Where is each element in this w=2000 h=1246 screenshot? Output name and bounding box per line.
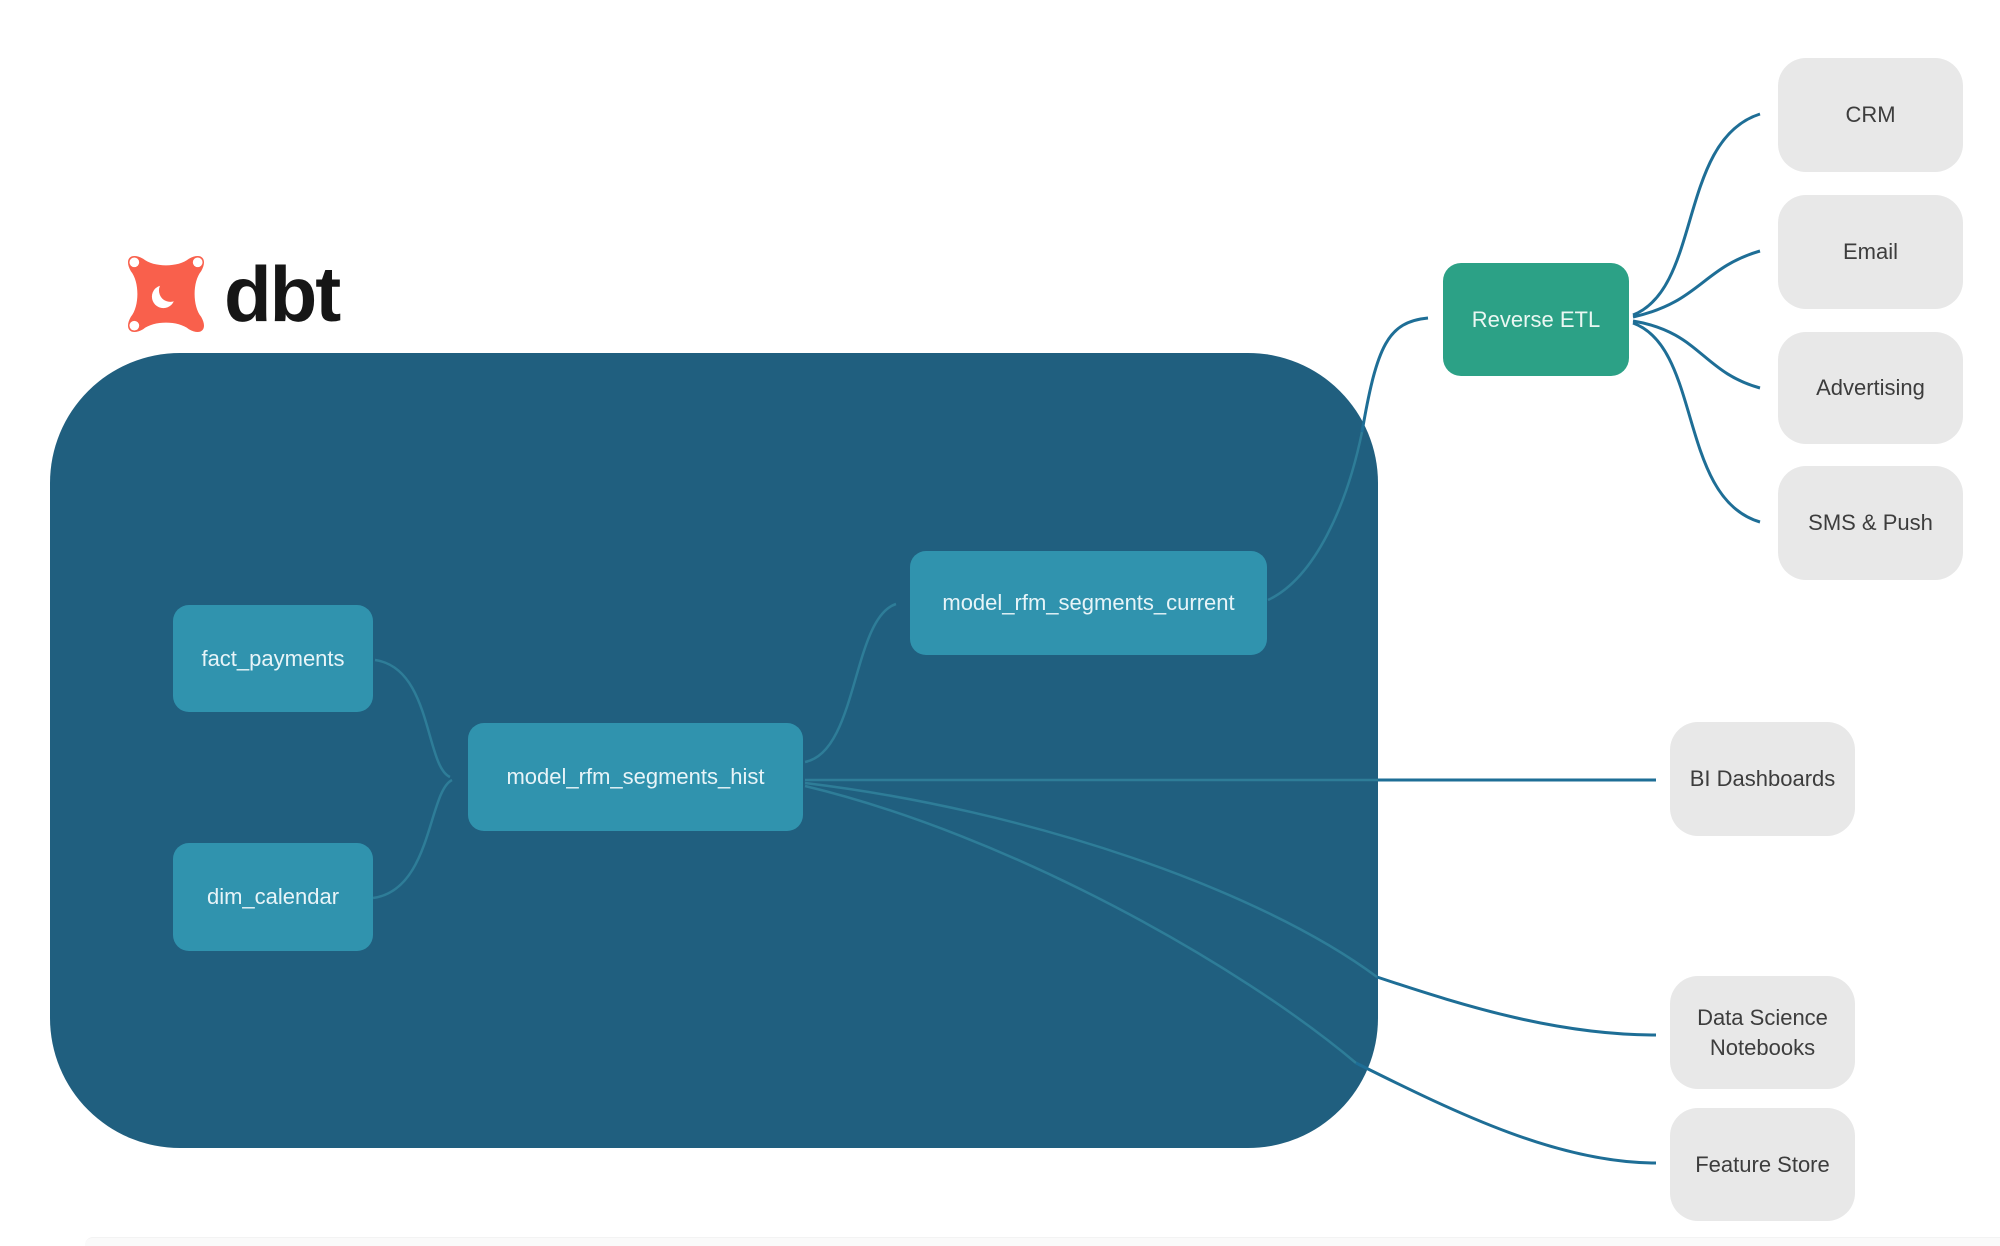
edge-reverse-etl-to-sms-push xyxy=(1632,321,1761,524)
node-crm-label: CRM xyxy=(1845,102,1896,128)
bottom-edge-strip xyxy=(85,1237,2000,1246)
node-model-rfm-segments-hist: model_rfm_segments_hist xyxy=(468,723,803,831)
node-model-rfm-segments-current-label: model_rfm_segments_current xyxy=(942,590,1235,615)
dbt-logo-text: dbt xyxy=(224,250,341,338)
node-crm: CRM xyxy=(1778,58,1963,172)
node-feature-store-label: Feature Store xyxy=(1695,1151,1830,1177)
dbt-logo: dbt xyxy=(122,250,341,338)
node-model-rfm-segments-current: model_rfm_segments_current xyxy=(910,551,1267,655)
node-fact-payments-label: fact_payments xyxy=(201,645,345,671)
node-email: Email xyxy=(1778,195,1963,309)
node-advertising-label: Advertising xyxy=(1816,375,1925,401)
edge-hist-to-feature-store-outer xyxy=(1355,1061,1657,1165)
node-reverse-etl: Reverse ETL xyxy=(1443,263,1629,376)
node-dim-calendar-label: dim_calendar xyxy=(206,884,340,909)
edge-reverse-etl-to-advertising xyxy=(1632,319,1761,390)
edge-reverse-etl-to-email xyxy=(1632,249,1761,319)
edge-current-to-reverse-etl-outer xyxy=(1360,316,1429,433)
node-dim-calendar: dim_calendar xyxy=(173,843,373,951)
node-advertising: Advertising xyxy=(1778,332,1963,444)
node-sms-push-label: SMS & Push xyxy=(1808,510,1933,536)
dbt-logo-icon xyxy=(128,256,204,332)
node-data-science-notebooks-label: Data Science Notebooks xyxy=(1697,1004,1828,1060)
node-email-label: Email xyxy=(1842,239,1898,265)
node-bi-dashboards-label: BI Dashboards xyxy=(1689,766,1836,792)
edge-reverse-etl-to-crm xyxy=(1632,112,1761,317)
node-fact-payments: fact_payments xyxy=(173,605,373,712)
node-model-rfm-segments-hist-label: model_rfm_segments_hist xyxy=(506,764,765,789)
node-bi-dashboards: BI Dashboards xyxy=(1670,722,1855,836)
edge-hist-to-notebooks-outer xyxy=(1376,975,1657,1037)
node-sms-push: SMS & Push xyxy=(1778,466,1963,580)
node-data-science-notebooks: Data Science Notebooks xyxy=(1670,976,1855,1089)
node-feature-store: Feature Store xyxy=(1670,1108,1855,1221)
node-reverse-etl-label: Reverse ETL xyxy=(1471,306,1601,332)
